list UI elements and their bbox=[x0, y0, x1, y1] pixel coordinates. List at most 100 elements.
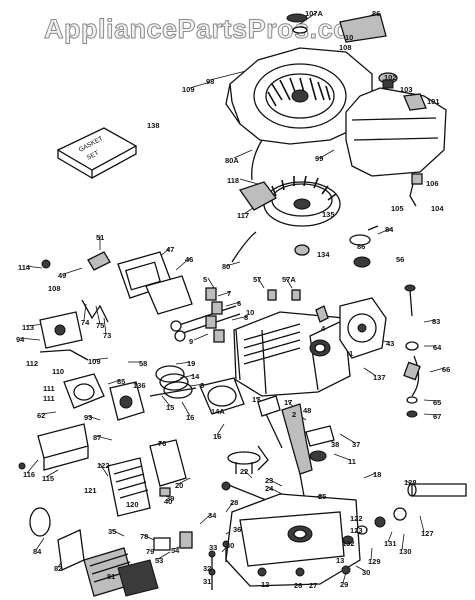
filter-elements bbox=[29, 507, 193, 597]
callout-15: 15 bbox=[166, 403, 174, 412]
callout-49: 49 bbox=[58, 271, 66, 280]
callout-3: 3 bbox=[200, 381, 204, 390]
callout-86: 86 bbox=[372, 9, 380, 18]
callout-83: 83 bbox=[432, 317, 440, 326]
callout-112: 112 bbox=[26, 359, 38, 368]
dipstick-tube bbox=[403, 284, 421, 418]
callout-120: 120 bbox=[126, 500, 139, 509]
callout-108: 108 bbox=[48, 284, 61, 293]
callout-17: 17 bbox=[252, 395, 260, 404]
top-cap-parts bbox=[286, 13, 387, 43]
callout-84: 84 bbox=[33, 547, 42, 556]
callout-109: 109 bbox=[182, 85, 195, 94]
callout-34: 34 bbox=[208, 511, 217, 520]
callout-1: 1 bbox=[349, 349, 353, 358]
callout-118: 118 bbox=[227, 176, 239, 185]
callout-9: 9 bbox=[189, 337, 193, 346]
callout-36: 36 bbox=[233, 525, 241, 534]
callout-109: 109 bbox=[88, 357, 101, 366]
callout-138: 138 bbox=[147, 121, 160, 130]
callout-16: 16 bbox=[213, 432, 221, 441]
callout-115: 115 bbox=[42, 474, 54, 483]
callout-51: 51 bbox=[96, 233, 104, 242]
callout-106: 106 bbox=[426, 179, 439, 188]
piston-assembly bbox=[149, 365, 245, 415]
callout-24: 24 bbox=[265, 484, 274, 493]
camshaft bbox=[221, 451, 267, 501]
callout-103: 103 bbox=[400, 85, 413, 94]
starter-cup bbox=[349, 225, 379, 268]
gasket-set-box: GASKET SET bbox=[56, 127, 138, 180]
callout-93: 93 bbox=[84, 413, 92, 422]
muffler bbox=[63, 373, 145, 421]
callout-128: 128 bbox=[404, 478, 417, 487]
callout-30: 30 bbox=[362, 568, 370, 577]
callout-57: 57 bbox=[253, 275, 261, 284]
callout-33: 33 bbox=[209, 543, 217, 552]
callout-127: 127 bbox=[421, 529, 434, 538]
crankshaft bbox=[257, 395, 335, 497]
callout-35: 35 bbox=[108, 527, 116, 536]
sump-base bbox=[225, 493, 361, 587]
callout-13: 13 bbox=[336, 556, 344, 565]
callout-98: 98 bbox=[206, 77, 214, 86]
callout-20: 20 bbox=[175, 481, 183, 490]
callout-12: 12 bbox=[261, 580, 269, 589]
callout-57A: 57A bbox=[282, 275, 296, 284]
pto-shaft bbox=[342, 483, 467, 545]
callout-117: 117 bbox=[237, 211, 249, 220]
callout-11: 11 bbox=[348, 457, 356, 466]
callout-99: 99 bbox=[315, 154, 323, 163]
callout-38: 38 bbox=[331, 440, 339, 449]
callout-104: 104 bbox=[431, 204, 444, 213]
callout-5: 5 bbox=[203, 275, 207, 284]
recoil-starter bbox=[339, 297, 387, 359]
callout-86: 86 bbox=[357, 242, 365, 251]
callout-80A: 80A bbox=[225, 156, 239, 165]
flywheel bbox=[261, 175, 341, 256]
callout-137: 137 bbox=[373, 373, 386, 382]
callout-76: 76 bbox=[158, 439, 166, 448]
callout-94: 94 bbox=[16, 335, 25, 344]
callout-81: 81 bbox=[107, 572, 115, 581]
callout-31: 31 bbox=[203, 577, 211, 586]
callout-80: 80 bbox=[222, 262, 230, 271]
callout-114: 114 bbox=[18, 263, 31, 272]
callout-37: 37 bbox=[352, 440, 360, 449]
callout-25: 25 bbox=[318, 492, 326, 501]
callout-134: 134 bbox=[317, 250, 330, 259]
callout-65: 65 bbox=[433, 398, 441, 407]
callout-30: 30 bbox=[226, 541, 234, 550]
callout-17: 17 bbox=[284, 398, 292, 407]
callout-64: 64 bbox=[433, 343, 442, 352]
callout-22: 22 bbox=[240, 467, 248, 476]
callout-87: 87 bbox=[93, 433, 101, 442]
callout-74: 74 bbox=[81, 318, 90, 327]
air-cleaner bbox=[107, 439, 187, 517]
callout-16: 16 bbox=[186, 413, 194, 422]
callout-7: 7 bbox=[227, 289, 231, 298]
callout-84: 84 bbox=[385, 225, 394, 234]
callout-132: 132 bbox=[342, 539, 355, 548]
callout-27: 27 bbox=[309, 581, 317, 590]
callout-121: 121 bbox=[84, 486, 97, 495]
callout-10: 10 bbox=[345, 33, 353, 42]
callout-23: 23 bbox=[265, 476, 273, 485]
callout-85: 85 bbox=[117, 377, 125, 386]
callout-123: 123 bbox=[350, 526, 363, 535]
callout-47: 47 bbox=[166, 245, 174, 254]
callout-67: 67 bbox=[433, 412, 441, 421]
fuel-tank bbox=[345, 72, 447, 207]
mounting-bracket bbox=[18, 423, 89, 471]
engine-block bbox=[233, 289, 351, 397]
callout-130: 130 bbox=[399, 547, 412, 556]
callout-48: 48 bbox=[303, 406, 311, 415]
callout-43: 43 bbox=[386, 339, 394, 348]
callout-26: 26 bbox=[294, 581, 302, 590]
callout-14A: 14A bbox=[211, 407, 225, 416]
callout-66: 66 bbox=[442, 365, 450, 374]
callout-73: 73 bbox=[103, 331, 111, 340]
callout-10: 10 bbox=[246, 308, 254, 317]
